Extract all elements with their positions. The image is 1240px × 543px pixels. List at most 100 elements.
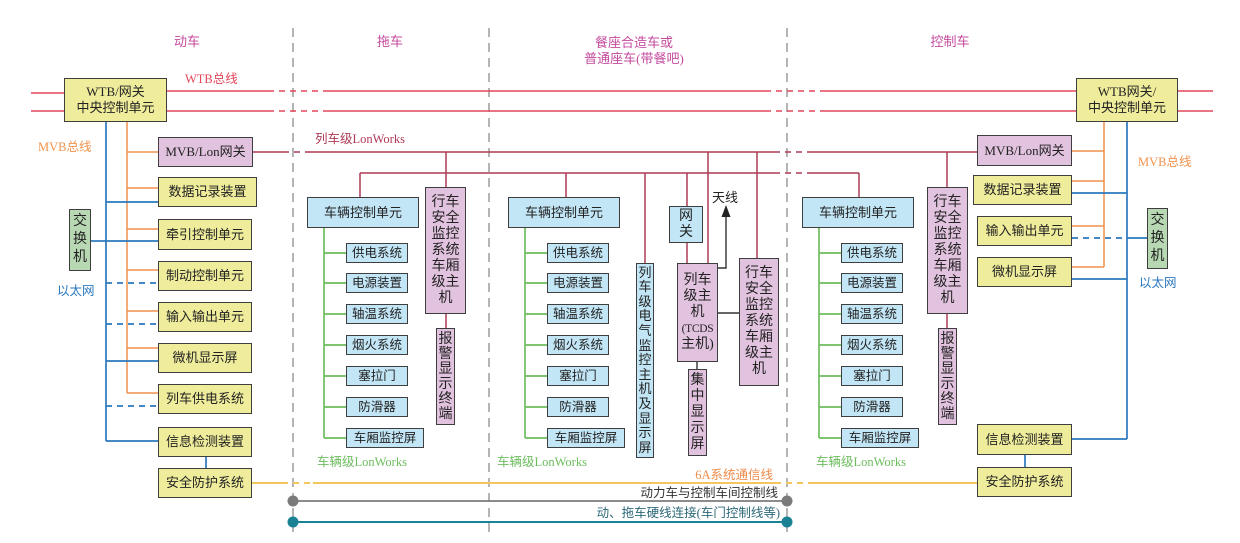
label-antenna: 天线 [712, 190, 739, 205]
subsystem-label: 烟火系统 [351, 338, 402, 352]
power-car-io-unit: 输入输出单元 [158, 302, 252, 332]
label-control-line: 动力车与控制车间控制线 [640, 486, 778, 500]
train-power-supply-label: 列车供电系统 [165, 391, 244, 406]
vehicle-lonworks-control [818, 228, 841, 439]
dining-vehicle-control-unit: 车辆控制单元 [508, 197, 620, 228]
vcu-label: 车辆控制单元 [818, 204, 897, 220]
train-host-line: 列车 [683, 272, 712, 288]
train-host-line: 机 [690, 304, 705, 320]
dining-subsystem: 烟火系统 [547, 335, 609, 355]
control-alarm-terminal: 报警显示终端 [938, 328, 957, 425]
label-ethernet-right: 以太网 [1139, 276, 1177, 290]
power-car-switch: 交换机 [69, 209, 91, 271]
power-car-mvb-lon-gateway: MVB/Lon网关 [158, 137, 253, 167]
subsystem-label: 车厢监控屏 [353, 431, 417, 445]
subsystem-label: 供电系统 [552, 246, 603, 260]
control-subsystem: 轴温系统 [841, 304, 903, 324]
heading-dining-line1: 餐座合造车或 [594, 35, 673, 50]
heading-control-car: 控制车 [930, 34, 970, 49]
ethernet-right [1024, 122, 1147, 467]
label-vehicle-lonworks-control: 车辆级LonWorks [816, 455, 906, 469]
power-car-data-recorder: 数据记录装置 [158, 177, 257, 207]
vcu-label: 车辆控制单元 [524, 204, 603, 220]
control-car-display: 微机显示屏 [977, 257, 1072, 287]
display-label: 微机显示屏 [172, 350, 238, 365]
dining-subsystem: 塞拉门 [547, 366, 609, 386]
subsystem-label: 防滑器 [358, 400, 396, 414]
hardwire-line [287, 516, 793, 528]
io-unit-label: 输入输出单元 [985, 223, 1064, 238]
mvb-bus-left [126, 122, 158, 394]
power-car-train-power-supply: 列车供电系统 [158, 384, 252, 414]
control-car-switch: 交换机 [1147, 208, 1168, 269]
control-car-io-unit: 输入输出单元 [977, 216, 1072, 246]
io-unit-label: 输入输出单元 [165, 309, 244, 324]
label-hardwire: 动、拖车硬线连接(车门控制线等) [596, 506, 780, 520]
vehicle-lonworks-dining [524, 228, 547, 439]
central-display-label: 集中显示屏 [690, 372, 705, 452]
safety-host-label: 行车安全监控系统车厢级主机 [431, 194, 460, 306]
alarm-terminal-label: 报警显示终端 [940, 331, 955, 422]
subsystem-label: 塞拉门 [853, 369, 891, 383]
control-subsystem: 烟火系统 [841, 335, 903, 355]
mvb-bus-right [1072, 122, 1105, 268]
subsystem-label: 车厢监控屏 [554, 431, 618, 445]
ethernet-left [91, 122, 207, 468]
subsystem-label: 烟火系统 [552, 338, 603, 352]
electrical-monitor-label: 列车级电气监控主机及显示屏 [638, 264, 652, 455]
trailer-subsystem: 车厢监控屏 [346, 428, 424, 448]
label-ethernet-left: 以太网 [57, 284, 95, 298]
trailer-subsystem: 轴温系统 [346, 304, 408, 324]
control-line-end-dot [287, 495, 299, 507]
control-subsystem: 电源装置 [841, 273, 903, 293]
power-car-traction-control: 牵引控制单元 [158, 219, 252, 250]
dining-central-display: 集中显示屏 [688, 369, 707, 456]
control-line [287, 495, 793, 507]
hardwire-end-dot [781, 516, 793, 528]
dining-subsystem: 轴温系统 [547, 304, 609, 324]
label-train-lonworks: 列车级LonWorks [315, 132, 405, 146]
dining-subsystem: 供电系统 [547, 243, 609, 263]
label-vehicle-lonworks-dining: 车辆级LonWorks [497, 455, 587, 469]
train-host-line: (TCDS [681, 322, 714, 335]
display-label: 微机显示屏 [991, 264, 1057, 279]
subsystem-label: 车厢监控屏 [848, 431, 912, 445]
dining-subsystem: 车厢监控屏 [547, 428, 625, 448]
data-recorder-label: 数据记录装置 [168, 184, 247, 199]
heading-dining-line2: 普通座车(带餐吧) [584, 51, 684, 66]
switch-label: 交换机 [73, 214, 87, 265]
subsystem-label: 供电系统 [846, 246, 897, 260]
dining-internal-links [696, 205, 739, 369]
control-subsystem: 供电系统 [841, 243, 903, 263]
mvb-lon-gateway-label: MVB/Lon网关 [165, 144, 246, 159]
mvb-lon-gateway-label: MVB/Lon网关 [984, 142, 1065, 158]
control-subsystem: 塞拉门 [841, 366, 903, 386]
gateway-line1: WTB/网关 [86, 84, 145, 99]
gateway-line2: 中央控制单元 [1087, 100, 1166, 115]
control-car-wtb-gateway: WTB网关/ 中央控制单元 [1076, 78, 1178, 122]
power-car-display: 微机显示屏 [158, 343, 252, 373]
label-vehicle-lonworks-trailer: 车辆级LonWorks [317, 455, 407, 469]
brake-control-label: 制动控制单元 [165, 268, 244, 283]
subsystem-label: 轴温系统 [351, 307, 402, 321]
subsystem-label: 防滑器 [853, 400, 891, 414]
power-car-wtb-gateway: WTB/网关 中央控制单元 [64, 78, 167, 122]
power-car-info-detection: 信息检测装置 [158, 427, 252, 457]
dining-subsystem: 电源装置 [547, 273, 609, 293]
antenna-arrow-icon [721, 205, 731, 217]
subsystem-label: 塞拉门 [559, 369, 597, 383]
trailer-vehicle-control-unit: 车辆控制单元 [307, 197, 419, 228]
subsystem-label: 供电系统 [351, 246, 402, 260]
switch-label: 交换机 [1150, 212, 1165, 264]
dining-train-host-tcds: 列车 级主 机 (TCDS 主机) [677, 263, 718, 362]
subsystem-label: 塞拉门 [358, 369, 396, 383]
safety-protection-label: 安全防护系统 [165, 475, 244, 490]
label-comm-6a: 6A系统通信线 [695, 468, 773, 482]
safety-protection-label: 安全防护系统 [985, 474, 1064, 489]
alarm-terminal-label: 报警显示终端 [438, 331, 453, 422]
train-lonworks-bus [253, 151, 977, 328]
wtb-bus [31, 90, 1213, 112]
gateway-line1: WTB网关/ [1097, 84, 1157, 99]
info-detection-label: 信息检测装置 [985, 431, 1064, 447]
